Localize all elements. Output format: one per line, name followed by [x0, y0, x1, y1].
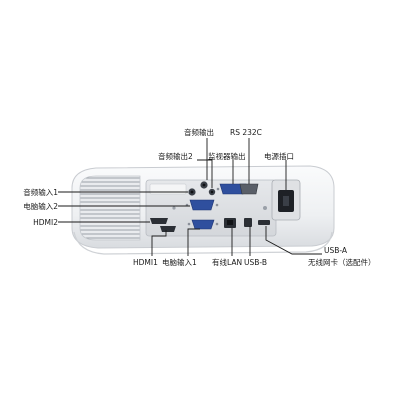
vent-grille: [79, 175, 141, 241]
rs232c-port: [239, 183, 259, 195]
label-audio-in1: 音频输入1: [23, 188, 58, 197]
label-usb-b: USB-B: [244, 258, 267, 267]
usb-a-port: [258, 220, 270, 225]
usb-b-port: [244, 218, 252, 227]
screw-icon: [263, 206, 267, 210]
label-hdmi2: HDMI2: [33, 218, 58, 227]
label-power-socket: 电源插口: [264, 152, 294, 161]
label-audio-out: 音频输出: [184, 128, 214, 137]
audio-out2-port: [208, 188, 216, 196]
hdmi1-port: [160, 226, 176, 232]
label-usb-a: USB-A: [324, 246, 348, 255]
computer-in1-port: [187, 219, 219, 230]
label-monitor-out: 监视器输出: [208, 152, 246, 161]
label-wired-lan: 有线LAN: [212, 258, 243, 267]
label-computer-in2: 电脑输入2: [23, 202, 58, 211]
label-wireless-card: 无线网卡（选配件）: [308, 258, 376, 267]
hdmi2-port: [150, 218, 168, 224]
audio-out-port: [200, 181, 208, 189]
label-rs232c: RS 232C: [230, 128, 262, 137]
lan-port: [224, 218, 236, 228]
label-hdmi1: HDMI1: [133, 258, 158, 267]
audio-in1-port: [188, 188, 196, 196]
label-computer-in1: 电脑输入1: [162, 258, 197, 267]
screw-icon: [172, 206, 176, 210]
power-socket: [271, 179, 301, 221]
label-audio-out2: 音频输出2: [158, 152, 193, 161]
leader-lines: [58, 138, 322, 256]
